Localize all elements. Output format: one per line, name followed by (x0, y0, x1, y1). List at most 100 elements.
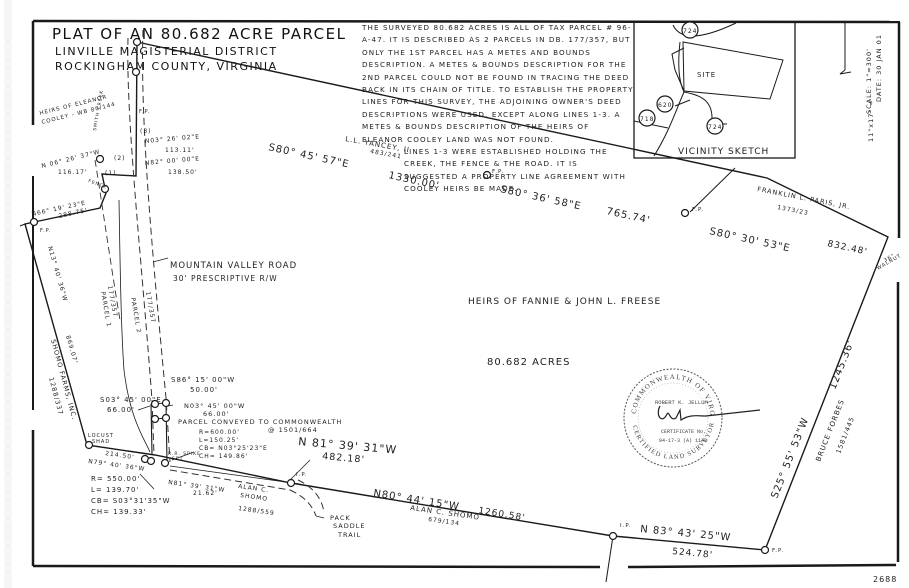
monuments (29, 37, 770, 555)
trail-label-3: TRAIL (337, 531, 361, 539)
conveyed-parcel-note: PARCEL CONVEYED TO COMMONWEALTH @ 1501/6… (178, 418, 342, 434)
west2-dist: 869.07' (64, 335, 79, 365)
north3-bearing: S80° 30' 53"E (708, 226, 791, 254)
seal-cert-label: CERTIFICATE No. (661, 429, 706, 435)
nw3-dist: 138.50' (168, 169, 198, 176)
line-number-1: (1) (105, 170, 117, 177)
trail-label-1: PACK (330, 514, 351, 522)
scan-edge (4, 0, 12, 588)
curve2-length: L=150.25' (199, 437, 239, 444)
fp-label-3: F.P. (772, 548, 784, 554)
south4-dist: 21.62' (193, 490, 218, 497)
survey-note-paragraph-1: The surveyed 80.682 acres is all of tax … (362, 23, 634, 144)
cut3-dist: 66.00' (203, 410, 229, 418)
line-numbers: (1) (2) (3) (105, 128, 152, 177)
walnut-label-1: 36" (883, 253, 896, 264)
cut1-dist: 66.00' (107, 406, 135, 414)
curve2-radius: R=600.00' (199, 429, 240, 436)
west1-dist: 214.50' (105, 450, 135, 461)
curve2-chord: CH= 149.86' (199, 453, 248, 460)
curve-data-1: R= 550.00' L= 139.70' CB= S03°31'35"W CH… (91, 475, 171, 516)
adjoiner-paris-1: FRANKLIN L. PARIS, JR. (757, 185, 851, 211)
route-620: 620 (658, 102, 672, 109)
adjoiner-shomo-alan2-2: 679/134 (428, 516, 461, 527)
conveyed-deed: @ 1501/664 (268, 426, 318, 434)
south1-dist: 524.78' (672, 547, 714, 561)
south1-bearing: N 83° 43' 25"W (640, 524, 732, 544)
paper-size: 11"x17" = (867, 99, 875, 142)
west2-bearing: N13° 40' 36"W (46, 246, 69, 303)
west1-bearing: N79° 40' 36"W (88, 458, 146, 473)
adjoiner-paris-2: 1373/23 (777, 204, 810, 217)
locust-label-2: SHAD (92, 439, 110, 445)
parcel-acreage: 80.682 ACRES (487, 357, 570, 368)
fp-label-1: F.P. (492, 169, 504, 175)
road-name: MOUNTAIN VALLEY ROAD (170, 261, 297, 271)
fence-label: FENCE (87, 178, 108, 190)
road-row: 30' PRESCRIPTIVE R/W (173, 274, 278, 283)
adjoiner-shomo-alan1-1: ALAN C. (238, 483, 270, 494)
ip-label-1: I.P. (620, 523, 632, 529)
seal-name: ROBERT K. JELLUM (655, 399, 708, 406)
vicinity-sketch-label: VICINITY SKETCH (678, 147, 769, 157)
cut2-bearing: S86° 15' 00"W (171, 376, 235, 384)
cut2-dist: 50.00' (190, 386, 218, 394)
curve1-chord: CH= 139.33' (91, 508, 147, 516)
spike-label-1: R.R. SPIKE (168, 451, 201, 457)
spike-label-2: SET (172, 456, 183, 462)
scale-text: SCALE: 1"=300' (865, 48, 873, 114)
east-dist: 1245.36' (828, 339, 857, 392)
nw4-bearing: N03° 26' 02"E (145, 133, 201, 145)
road-labels: MOUNTAIN VALLEY ROAD 30' PRESCRIPTIVE R/… (170, 261, 365, 539)
curve2-chord-bearing: CB= N03°25'23"E (199, 445, 268, 452)
curve-data-2: R=600.00' L=150.25' CB= N03°25'23"E CH= … (199, 429, 268, 460)
survey-note-paragraph-2: Lines 1-3 were established holding the c… (404, 147, 626, 194)
cut1-bearing: S03° 45' 00"E (100, 396, 162, 404)
south2-dist: 1260.58' (478, 506, 527, 523)
seal-cert-number: 94-17-3 (A) 1143 (659, 438, 707, 444)
route-718: 718 (640, 116, 654, 123)
nw4-dist: 113.11' (165, 147, 195, 154)
survey-notes: The surveyed 80.682 acres is all of tax … (362, 22, 634, 196)
title-line-3: ROCKINGHAM COUNTY, VIRGINIA (55, 60, 278, 73)
site-label: SITE (697, 71, 716, 79)
trail-label-2: SADDLE (333, 522, 365, 530)
fp-label-4: F.P. (139, 109, 151, 115)
boundary-lines (19, 41, 889, 583)
nw2-dist: 116.17' (58, 169, 88, 176)
line-number-2: (2) (114, 155, 126, 162)
sheet-info: 11"x17" = SCALE: 1"=300' DATE: 30 JAN 01 (865, 34, 883, 142)
adjoiner-shomo-alan1-3: 1288/559 (238, 505, 275, 517)
leader-lines (137, 257, 325, 519)
nw3-bearing: N82° 00' 00"E (145, 155, 201, 167)
surveyor-signature (657, 405, 761, 422)
parcel-labels: HEIRS OF FANNIE & JOHN L. FREESE 80.682 … (468, 297, 660, 368)
title-block: PLAT OF AN 80.682 ACRE PARCEL LINVILLE M… (52, 25, 346, 73)
conveyed-label: PARCEL CONVEYED TO COMMONWEALTH (178, 418, 342, 426)
fp-label-2: F.P. (692, 207, 704, 213)
line-number-3: (3) (140, 128, 152, 135)
fp-label-5: F.P. (40, 228, 52, 234)
curve1-chord-bearing: CB= S03°31'35"W (91, 497, 171, 505)
route-724-north: 724 (683, 28, 697, 35)
deed-references: 177/357 PARCEL 1 177/357 PARCEL 2 (99, 285, 156, 334)
adjoiner-shomo-alan1-2: SHOMO (240, 492, 269, 503)
locust-label-1: LOCUST (88, 433, 114, 439)
east-bearing: S25° 55' 53"W (770, 416, 812, 500)
road-and-creek (94, 29, 325, 517)
title-line-2: LINVILLE MAGISTERIAL DISTRICT (55, 45, 278, 58)
title-line-1: PLAT OF AN 80.682 ACRE PARCEL (52, 25, 346, 43)
north3-dist: 832.48' (826, 239, 868, 257)
north1-bearing: S80° 45' 57"E (267, 142, 350, 170)
curve1-radius: R= 550.00' (91, 475, 140, 483)
north2-dist: 765.74' (605, 206, 651, 226)
curve1-length: L= 139.70' (91, 486, 139, 494)
cut3-bearing: N03° 45' 00"W (184, 402, 245, 410)
vicinity-sketch: 724 620 718 724 SITE VICINITY SKETCH (633, 21, 796, 159)
date-text: DATE: 30 JAN 01 (875, 34, 883, 102)
deed-ref-parcel2-label: PARCEL 2 (129, 297, 142, 334)
south3-dist: 482.18' (322, 451, 366, 466)
route-724-south: 724 (708, 124, 722, 131)
nw2-bearing: N 06° 26' 37"W (41, 149, 101, 170)
